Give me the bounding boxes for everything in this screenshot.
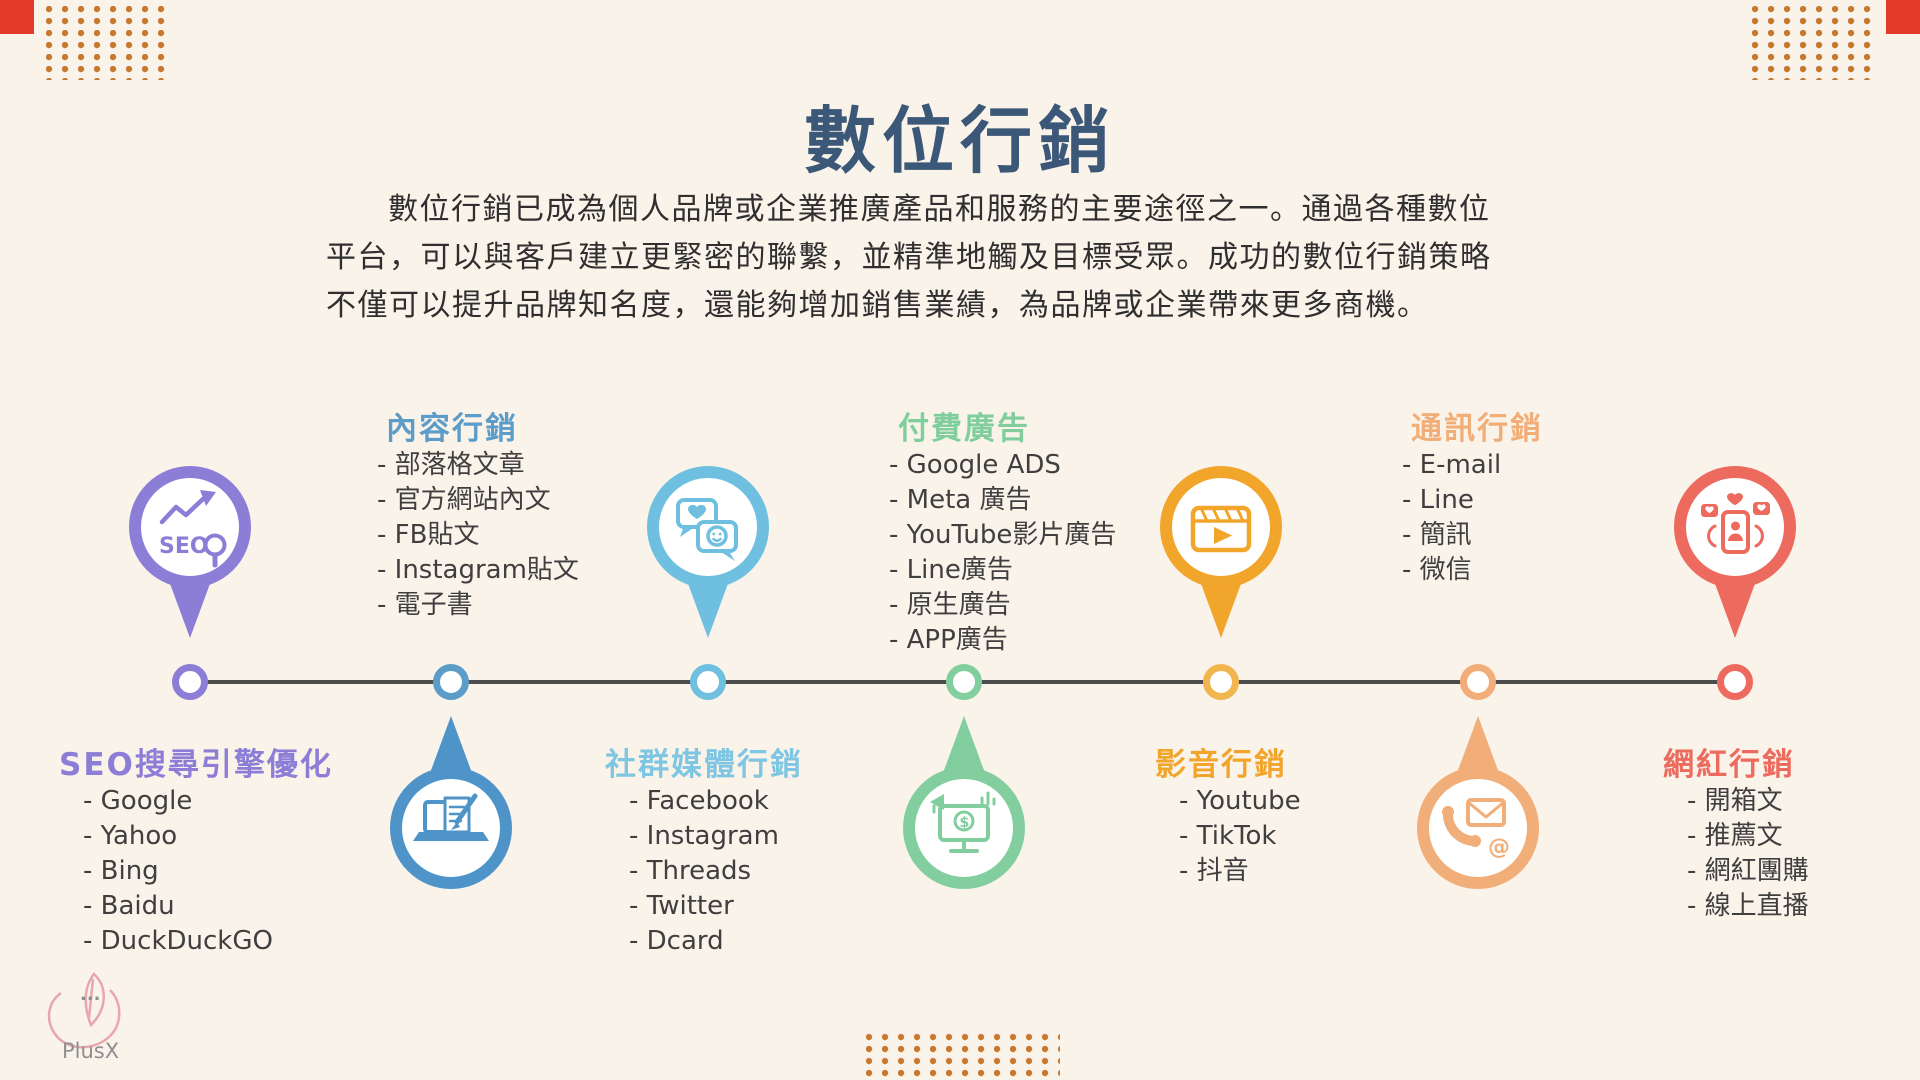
- intro-paragraph: 數位行銷已成為個人品牌或企業推廣產品和服務的主要途徑之一。通過各種數位 平台，可…: [326, 186, 1606, 330]
- list-item: - 原生廣告: [889, 590, 1011, 620]
- category-heading-seo: SEO搜尋引擎優化: [59, 747, 333, 783]
- laptop-pencil-icon: [413, 793, 489, 841]
- page-title: 數位行銷: [803, 99, 1116, 183]
- list-item: - FB貼文: [377, 520, 480, 550]
- corner-square-top-right: [1886, 0, 1920, 34]
- timeline-node-messaging: [1460, 664, 1496, 700]
- list-item: - 抖音: [1179, 856, 1249, 886]
- svg-text:$: $: [960, 815, 970, 831]
- phone-mail-icon: @: [1442, 798, 1510, 860]
- category-heading-content: 內容行銷: [386, 411, 518, 447]
- pin-circle: [1417, 767, 1539, 889]
- dot-grid-bottom-center: [866, 1034, 1060, 1078]
- list-item: - TikTok: [1179, 821, 1277, 851]
- list-item: - DuckDuckGO: [83, 926, 273, 956]
- plusx-logo: ... PlusX: [47, 972, 121, 1063]
- video-pin: [1160, 466, 1282, 638]
- list-item: - 部落格文章: [377, 450, 525, 480]
- chat-bubbles-icon: [676, 498, 738, 561]
- category-heading-paid: 付費廣告: [898, 411, 1030, 447]
- svg-text:@: @: [1488, 835, 1510, 860]
- category-block-social: 社群媒體行銷 - Facebook - Instagram - Threads …: [605, 746, 803, 959]
- influencer-pin: [1674, 466, 1796, 638]
- list-item: - 線上直播: [1687, 891, 1809, 921]
- category-items: - Google - Yahoo - Bing - Baidu - DuckDu…: [83, 784, 333, 959]
- category-heading-social: 社群媒體行銷: [605, 747, 803, 783]
- timeline-node-paid: [946, 664, 982, 700]
- list-item: - Line: [1402, 485, 1474, 515]
- list-item: - 電子書: [377, 590, 473, 620]
- category-block-video: 影音行銷 - Youtube - TikTok - 抖音: [1155, 746, 1301, 889]
- dot-grid-top-left: [46, 6, 170, 80]
- category-block-influencer: 網紅行銷 - 開箱文 - 推薦文 - 網紅團購 - 線上直播: [1663, 746, 1809, 924]
- intro-line: 平台，可以與客戶建立更緊密的聯繫，並精準地觸及目標受眾。成功的數位行銷策略: [326, 240, 1492, 275]
- list-item: - Yahoo: [83, 821, 178, 851]
- list-item: - 微信: [1402, 555, 1472, 585]
- list-item: - 開箱文: [1687, 786, 1783, 816]
- timeline-node-video: [1203, 664, 1239, 700]
- list-item: - Facebook: [629, 786, 769, 816]
- seo-pin: SEO: [129, 466, 251, 638]
- category-block-paid: 付費廣告 - Google ADS - Meta 廣告 - YouTube影片廣…: [889, 410, 1116, 658]
- list-item: - Youtube: [1179, 786, 1301, 816]
- intro-line: 數位行銷已成為個人品牌或企業推廣產品和服務的主要途徑之一。通過各種數位: [388, 192, 1491, 227]
- category-items: - 部落格文章 - 官方網站內文 - FB貼文 - Instagram貼文 - …: [377, 448, 579, 623]
- category-block-content: 內容行銷 - 部落格文章 - 官方網站內文 - FB貼文 - Instagram…: [377, 410, 579, 623]
- timeline-node-influencer: [1717, 664, 1753, 700]
- category-items: - Google ADS - Meta 廣告 - YouTube影片廣告 - L…: [889, 448, 1116, 658]
- list-item: - Threads: [629, 856, 752, 886]
- pin-circle: [1160, 466, 1282, 588]
- category-block-messaging: 通訊行銷 - E-mail - Line - 簡訊 - 微信: [1402, 410, 1543, 588]
- timeline-node-content: [433, 664, 469, 700]
- category-heading-influencer: 網紅行銷: [1663, 747, 1795, 783]
- timeline-node-seo: [172, 664, 208, 700]
- list-item: - Google ADS: [889, 450, 1061, 480]
- corner-square-top-left: [0, 0, 34, 34]
- timeline-node-social: [690, 664, 726, 700]
- pin-circle: [129, 466, 251, 588]
- list-item: - 網紅團購: [1687, 856, 1809, 886]
- messaging-pin: @: [1417, 716, 1539, 889]
- ads-monitor-icon: $: [930, 791, 996, 853]
- list-item: - Instagram: [629, 821, 779, 851]
- list-item: - Dcard: [629, 926, 724, 956]
- category-heading-video: 影音行銷: [1155, 747, 1287, 783]
- list-item: - 簡訊: [1402, 520, 1472, 550]
- dot-grid-top-right: [1752, 6, 1876, 80]
- list-item: - Line廣告: [889, 555, 1013, 585]
- category-block-seo: SEO搜尋引擎優化 - Google - Yahoo - Bing - Baid…: [59, 746, 333, 959]
- intro-line: 不僅可以提升品牌知名度，還能夠增加銷售業績，為品牌或企業帶來更多商機。: [326, 288, 1429, 323]
- category-items: - Facebook - Instagram - Threads - Twitt…: [629, 784, 803, 959]
- list-item: - YouTube影片廣告: [889, 520, 1117, 550]
- logo-dots: ...: [80, 984, 101, 1005]
- category-heading-messaging: 通訊行銷: [1411, 411, 1543, 447]
- seo-magnifier-icon: SEO: [159, 490, 227, 568]
- svg-text:SEO: SEO: [159, 534, 209, 559]
- list-item: - Twitter: [629, 891, 734, 921]
- list-item: - Instagram貼文: [377, 555, 579, 585]
- content-pin: [390, 716, 512, 889]
- clapperboard-icon: [1190, 505, 1252, 553]
- list-item: - 官方網站內文: [377, 485, 551, 515]
- social-media-pin: [647, 466, 769, 638]
- list-item: - 推薦文: [1687, 821, 1783, 851]
- category-items: - 開箱文 - 推薦文 - 網紅團購 - 線上直播: [1687, 784, 1809, 924]
- list-item: - APP廣告: [889, 625, 1008, 655]
- list-item: - Meta 廣告: [889, 485, 1032, 515]
- paid-ads-pin: $: [903, 716, 1025, 889]
- category-items: - E-mail - Line - 簡訊 - 微信: [1402, 448, 1543, 588]
- influencer-phone-icon: [1701, 493, 1770, 554]
- list-item: - Baidu: [83, 891, 175, 921]
- list-item: - Bing: [83, 856, 159, 886]
- category-items: - Youtube - TikTok - 抖音: [1179, 784, 1301, 889]
- logo-text: PlusX: [62, 1039, 119, 1063]
- list-item: - E-mail: [1402, 450, 1502, 480]
- list-item: - Google: [83, 786, 193, 816]
- feather-icon: [47, 972, 121, 1049]
